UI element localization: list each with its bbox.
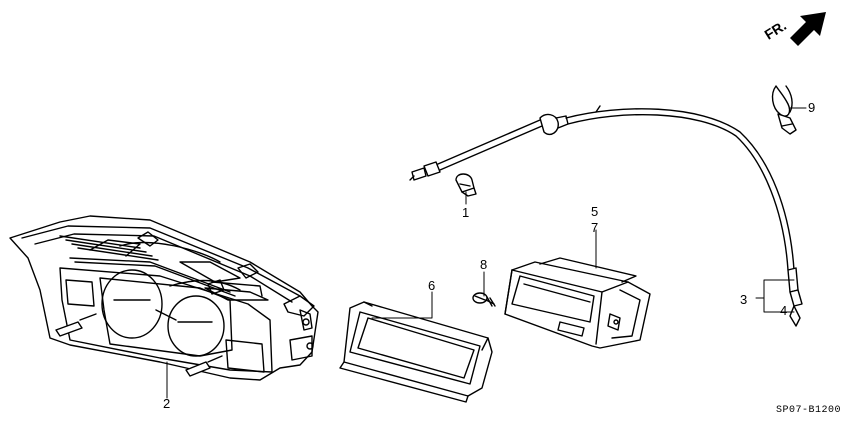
cluster-bezel-drawing: [339, 301, 493, 403]
instrument-cluster-drawing: [9, 215, 319, 381]
cable-clip-drawing: [455, 173, 477, 197]
callout-part-2: 2: [163, 396, 171, 411]
callout-part-4: 4: [780, 303, 788, 318]
callout-part-9: 9: [808, 100, 816, 115]
callout-part-3: 3: [740, 292, 748, 307]
front-direction-arrow-icon: [790, 12, 826, 46]
callout-part-5: 5: [591, 204, 599, 219]
callout-part-1: 1: [462, 205, 470, 220]
callout-part-6: 6: [428, 278, 436, 293]
cable-clamp-drawing: [771, 85, 797, 135]
callout-part-8: 8: [480, 257, 488, 272]
leader-lines: [166, 107, 807, 399]
callout-part-7: 7: [591, 220, 599, 235]
diagram-code: SP07-B1200: [776, 405, 842, 416]
pocket-box-drawing: [504, 257, 651, 349]
